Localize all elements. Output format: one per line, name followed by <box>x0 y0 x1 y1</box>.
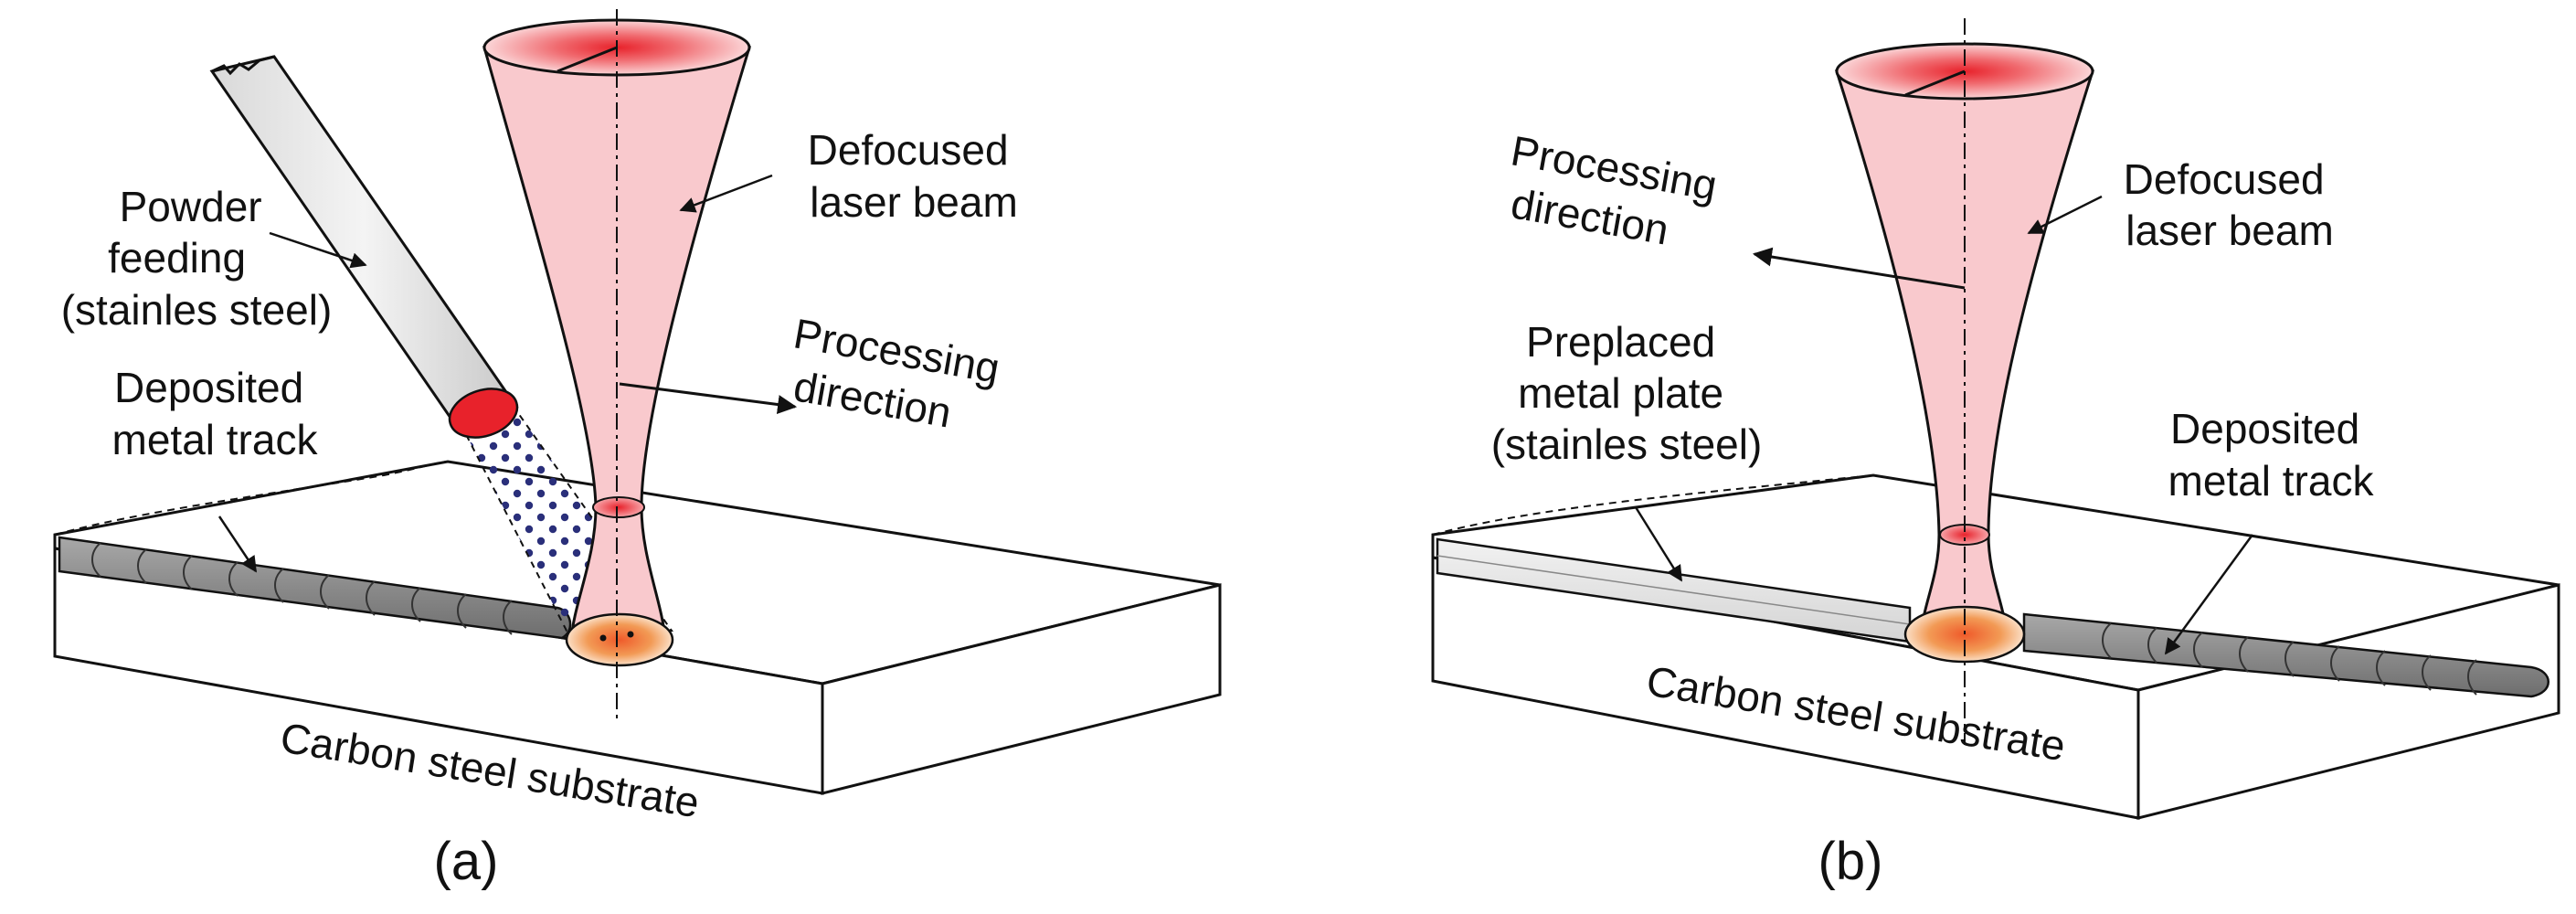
direction-arrow-b <box>1752 247 1966 290</box>
leader-track-a <box>217 515 258 573</box>
defocused-beam-label-b: Defocused laser beam <box>2124 155 2337 254</box>
panel-b: Processing direction Defocused laser bea… <box>1431 18 2560 891</box>
deposited-track-label-b: Deposited metal track <box>2168 405 2375 505</box>
powder-nozzle-a <box>209 55 519 439</box>
panel-a: Defocused laser beam Powder feeding (sta… <box>53 9 1222 891</box>
melt-pool-a <box>565 612 674 667</box>
leader-plate-b <box>1634 506 1683 582</box>
direction-arrow-a <box>619 382 798 414</box>
deposited-track-b <box>2022 612 2549 698</box>
defocused-beam-label-a: Defocused laser beam <box>808 126 1021 226</box>
leader-beam-a <box>679 174 773 213</box>
caption-b: (b) <box>1818 832 1883 891</box>
leader-track-b <box>2164 534 2254 655</box>
caption-a: (a) <box>434 832 499 891</box>
deposited-track-label-a: Deposited metal track <box>112 364 319 463</box>
processing-direction-label-b: Processing direction <box>1499 126 1733 262</box>
leader-beam-b <box>2027 195 2103 235</box>
processing-direction-label-a: Processing direction <box>781 309 1015 445</box>
preplaced-plate-label-b: Preplaced metal plate (stainles steel) <box>1491 318 1763 468</box>
leader-powder-a <box>269 231 367 269</box>
powder-feeding-label-a: Powder feeding (stainles steel) <box>61 183 333 334</box>
